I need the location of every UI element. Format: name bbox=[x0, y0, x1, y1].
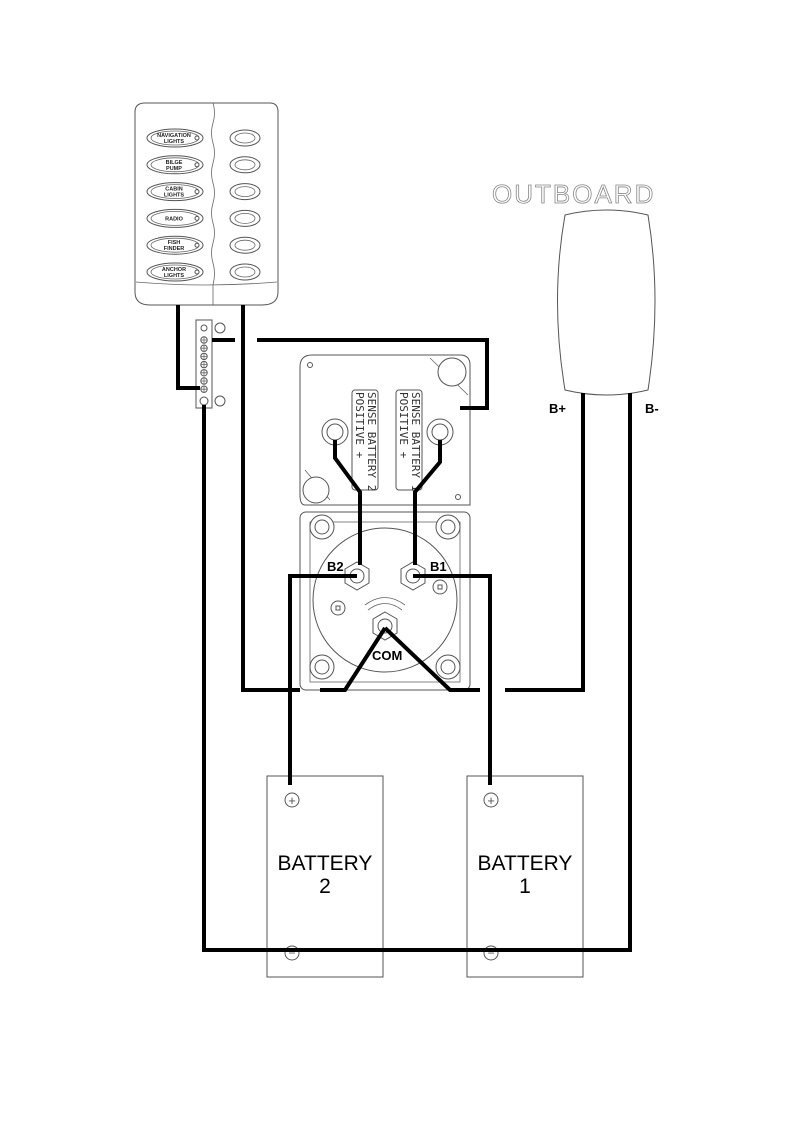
sense-b2-line1: SENSE BATTERY 2 bbox=[365, 392, 378, 491]
panel-switch-label-line2: LIGHTS bbox=[164, 273, 184, 279]
wires bbox=[176, 305, 632, 952]
terminal-b2-label: B2 bbox=[327, 559, 344, 574]
sense-b1-line2: POSITIVE + bbox=[397, 392, 410, 459]
wire-negative bbox=[202, 393, 632, 952]
outboard: OUTBOARD B+ B- bbox=[492, 179, 659, 416]
panel-switch-label-line2: PUMP bbox=[166, 166, 182, 172]
bus-screw bbox=[200, 344, 208, 352]
wire-com-to-outboard bbox=[383, 393, 585, 692]
terminal-b1-label: B1 bbox=[430, 559, 447, 574]
outboard-title: OUTBOARD bbox=[492, 179, 655, 209]
panel-switch-label-line2: LIGHTS bbox=[164, 193, 184, 199]
sense-module: SENSE BATTERY 2 POSITIVE + SENSE BATTERY… bbox=[299, 354, 471, 506]
panel-switch-3[interactable]: RADIO bbox=[146, 208, 261, 228]
terminal-com-label: COM bbox=[372, 648, 402, 663]
bus-screw bbox=[200, 336, 208, 344]
wire-sense-b2 bbox=[333, 440, 362, 565]
bus-screw bbox=[200, 360, 208, 369]
battery-2-label: BATTERY bbox=[278, 852, 373, 875]
panel-switch-label-line1: NAVIGATION bbox=[157, 133, 191, 139]
battery-switch: B2 B1 COM bbox=[299, 511, 471, 691]
battery-2-plus: + bbox=[288, 793, 296, 808]
panel-switch-label-line1: FISH bbox=[168, 240, 181, 246]
outboard-neg-label: B- bbox=[645, 401, 659, 416]
wire-panel-to-com bbox=[241, 305, 387, 692]
sense-b1-line1: SENSE BATTERY 1 bbox=[409, 392, 422, 491]
panel-switch-label-line2: FINDER bbox=[164, 246, 185, 252]
bus-screw bbox=[200, 377, 208, 385]
panel-switch-label: RADIO bbox=[165, 216, 183, 222]
wire-b2-battery2 bbox=[288, 574, 357, 785]
battery-1: + − BATTERY 1 bbox=[466, 775, 584, 978]
bus-screw bbox=[200, 385, 208, 393]
panel-switch-label-line2: LIGHTS bbox=[164, 139, 184, 145]
bus-screw bbox=[200, 352, 208, 361]
battery-1-plus: + bbox=[487, 793, 495, 808]
battery-2-number: 2 bbox=[319, 875, 331, 898]
battery-1-minus: − bbox=[487, 946, 494, 960]
wire-sense-b1 bbox=[413, 440, 442, 565]
bus-bar bbox=[195, 319, 226, 409]
battery-1-label: BATTERY bbox=[478, 852, 573, 875]
wire-bus-to-sense bbox=[212, 338, 489, 410]
outboard-pos-label: B+ bbox=[549, 401, 566, 416]
wire-b1-battery1 bbox=[413, 574, 492, 785]
sense-b2-line2: POSITIVE + bbox=[353, 392, 366, 459]
bus-screw bbox=[200, 369, 208, 377]
wire-panel-to-bus bbox=[176, 305, 200, 390]
battery-2: + − BATTERY 2 bbox=[266, 775, 384, 978]
battery-2-minus: − bbox=[288, 946, 295, 960]
panel-switch-label-line1: BILGE bbox=[166, 160, 183, 166]
battery-1-number: 1 bbox=[519, 875, 531, 898]
panel-switch-label-line1: ANCHOR bbox=[162, 267, 186, 273]
panel-switch-label-line1: CABIN bbox=[165, 187, 182, 193]
